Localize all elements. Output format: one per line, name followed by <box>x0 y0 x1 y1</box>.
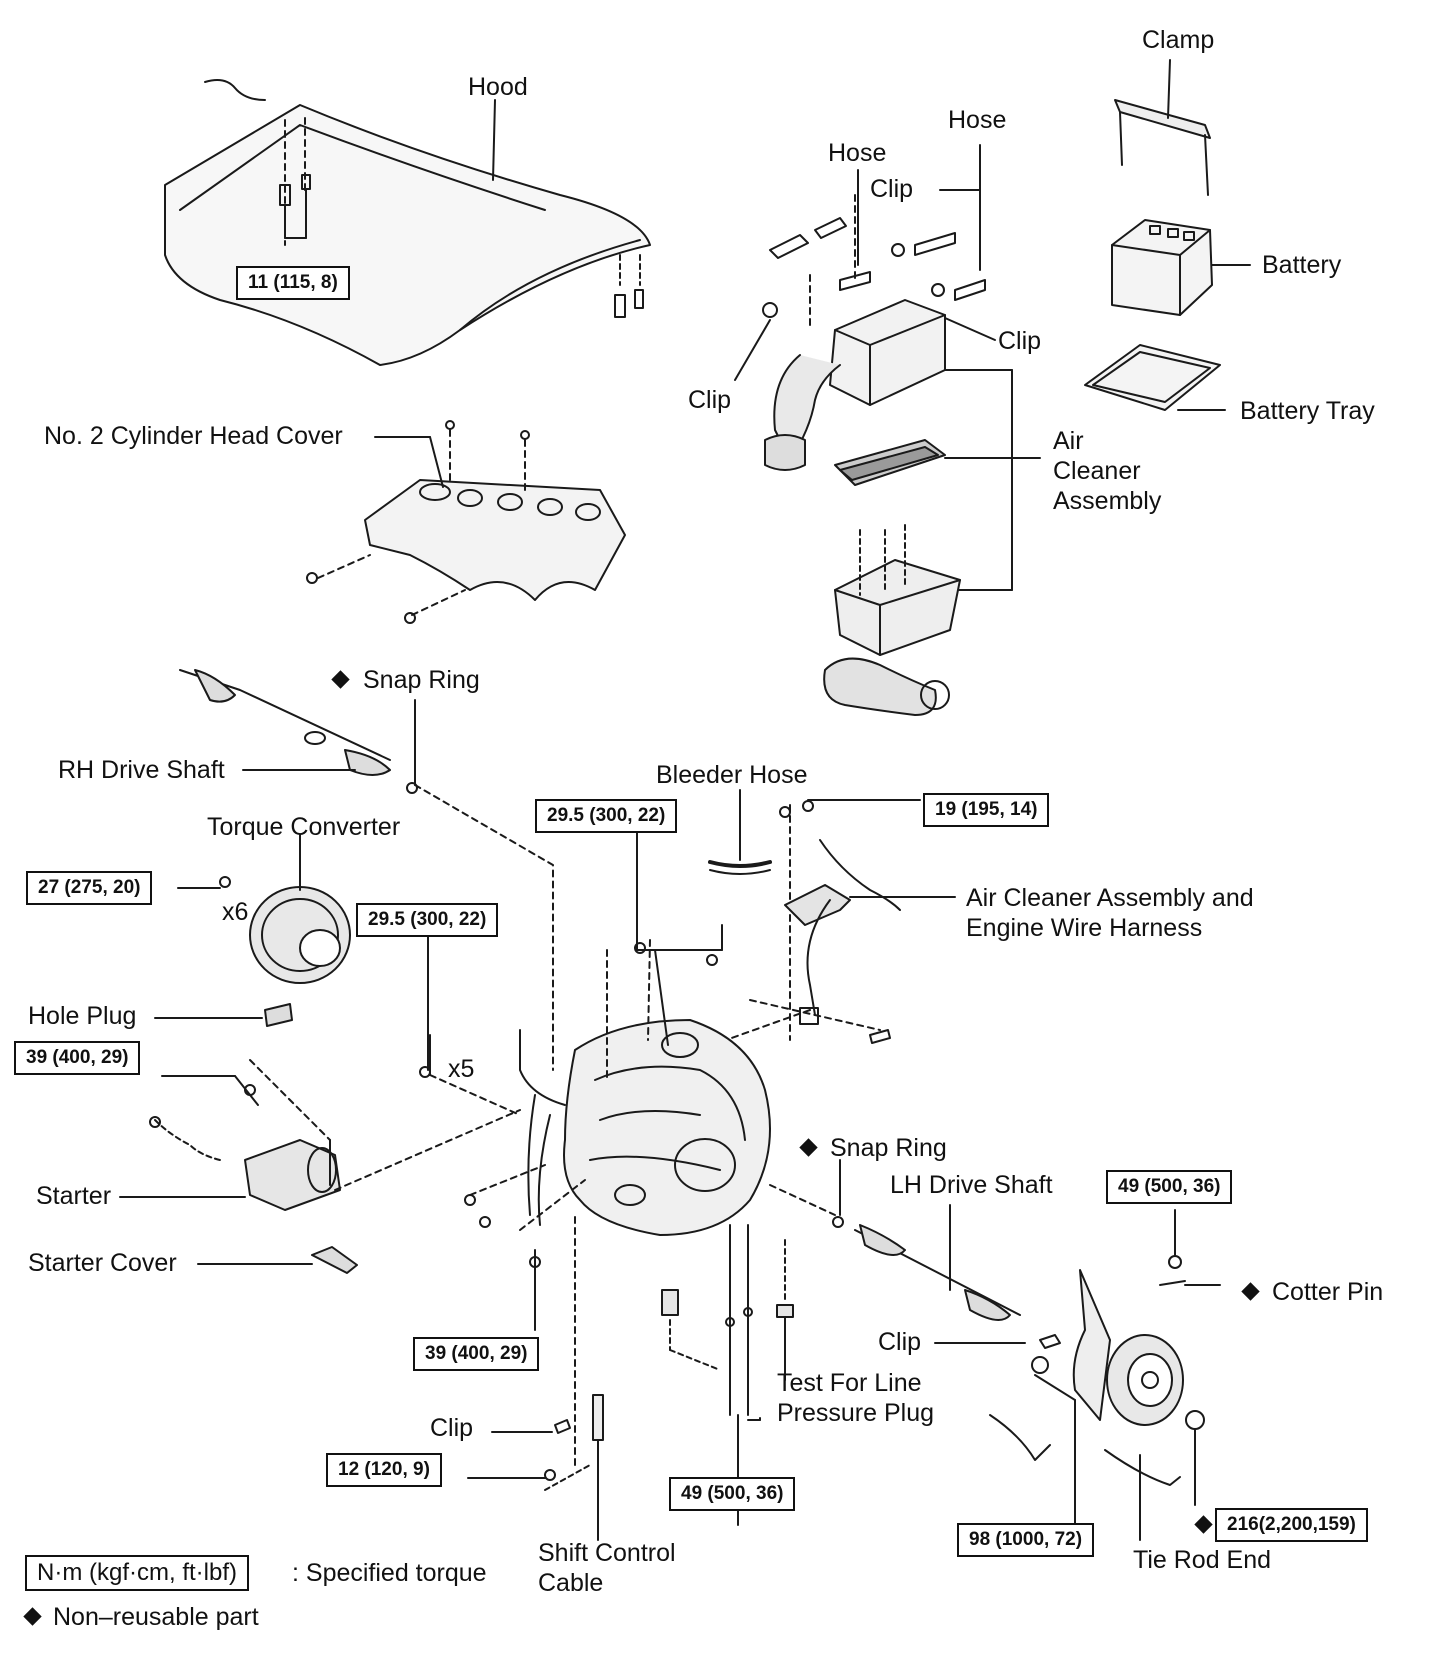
label-clip-right: Clip <box>998 327 1042 355</box>
torque-bracket-top: 29.5 (300, 22) <box>535 799 678 833</box>
label-shift-cable-line-1: Shift Control <box>538 1539 676 1567</box>
legend-non-reusable: Non–reusable part <box>22 1602 259 1632</box>
battery-tray-drawing <box>1084 344 1226 411</box>
torque-hood-bolts: 11 (115, 8) <box>236 266 350 300</box>
label-tie-rod-end: Tie Rod End <box>1133 1546 1272 1574</box>
label-rh-drive-shaft: RH Drive Shaft <box>58 756 225 784</box>
label-shift-cable: Shift Control Cable <box>538 1538 676 1598</box>
torque-hub-nut: 216(2,200,159) <box>1215 1508 1368 1542</box>
label-bleeder-hose: Bleeder Hose <box>656 761 808 789</box>
clamp-drawing <box>1114 59 1211 196</box>
legend-non-reusable-text: Non–reusable part <box>53 1603 259 1631</box>
cylinder-head-cover-drawing <box>306 420 626 624</box>
label-clamp: Clamp <box>1142 26 1215 54</box>
label-clip-top: Clip <box>870 175 914 203</box>
leader-lines-right <box>934 1209 1221 1541</box>
label-cylinder-head-cover: No. 2 Cylinder Head Cover <box>44 422 343 450</box>
rh-drive-shaft-drawing <box>179 669 554 1071</box>
label-shift-cable-line-2: Cable <box>538 1569 604 1597</box>
torque-knuckle-nut: 49 (500, 36) <box>1106 1170 1233 1204</box>
label-clip-knuckle: Clip <box>878 1328 922 1356</box>
label-test-plug-line-1: Test For Line <box>777 1369 922 1397</box>
torque-starter-bolts: 39 (400, 29) <box>14 1041 141 1075</box>
label-harness-line-1: Air Cleaner Assembly and <box>966 884 1254 912</box>
steering-knuckle-drawing <box>989 1269 1205 1486</box>
label-air-cleaner-line-1: Air <box>1053 427 1084 455</box>
label-clip-shift: Clip <box>430 1414 474 1442</box>
label-lh-drive-shaft: LH Drive Shaft <box>890 1171 1053 1199</box>
hood-drawing <box>164 79 651 366</box>
label-harness-line-2: Engine Wire Harness <box>966 914 1203 942</box>
air-cleaner-lower-drawing <box>823 524 961 716</box>
label-hole-plug: Hole Plug <box>28 1002 137 1030</box>
label-air-cleaner-line-3: Assembly <box>1053 487 1162 515</box>
shift-cable-drawing <box>467 1214 604 1541</box>
label-battery-tray: Battery Tray <box>1240 397 1375 425</box>
torque-shift-nut: 12 (120, 9) <box>326 1453 442 1487</box>
label-torque-converter: Torque Converter <box>207 813 401 841</box>
torque-harness-bolt: 19 (195, 14) <box>923 793 1050 827</box>
starter-cover-drawing <box>197 1246 358 1274</box>
label-hose-left: Hose <box>828 139 887 167</box>
torque-lower-bolt: 39 (400, 29) <box>413 1337 540 1371</box>
label-snap-ring-top: Snap Ring <box>363 666 480 694</box>
label-clip-left: Clip <box>688 386 732 414</box>
label-starter: Starter <box>36 1182 112 1210</box>
lh-drive-shaft-drawing <box>769 1159 1021 1321</box>
air-cleaner-upper-drawing <box>734 144 1013 591</box>
label-x6: x6 <box>222 898 249 926</box>
hole-plug-drawing <box>154 1003 293 1027</box>
label-test-plug: Test For Line Pressure Plug <box>777 1368 934 1428</box>
label-air-cleaner-line-2: Cleaner <box>1053 457 1141 485</box>
label-starter-cover: Starter Cover <box>28 1249 177 1277</box>
torque-converter-drawing <box>177 834 351 984</box>
label-cotter-pin: Cotter Pin <box>1272 1278 1384 1306</box>
label-hood: Hood <box>468 73 528 101</box>
label-x5: x5 <box>448 1055 475 1083</box>
label-snap-ring-mid: Snap Ring <box>830 1134 947 1162</box>
torque-mount-bolts: 49 (500, 36) <box>669 1477 796 1511</box>
torque-case-bolts: 29.5 (300, 22) <box>356 903 499 937</box>
torque-converter-bolts: 27 (275, 20) <box>26 871 153 905</box>
transaxle-drawing <box>419 814 891 1331</box>
air-filter-drawing <box>834 439 1041 486</box>
label-test-plug-line-2: Pressure Plug <box>777 1399 935 1427</box>
label-hose-right: Hose <box>948 106 1007 134</box>
label-battery: Battery <box>1262 251 1342 279</box>
label-air-cleaner-assembly: Air Cleaner Assembly <box>1053 426 1161 516</box>
label-air-cleaner-harness: Air Cleaner Assembly and Engine Wire Har… <box>966 883 1254 943</box>
legend-unit-box: N·m (kgf·cm, ft·lbf) <box>25 1555 249 1591</box>
non-reusable-diamond-icon <box>23 1607 42 1627</box>
harness-bracket-drawing <box>779 799 956 1025</box>
legend-specified-torque: : Specified torque <box>292 1559 487 1587</box>
non-reusable-markers <box>331 670 1260 1534</box>
starter-drawing <box>119 1059 521 1211</box>
torque-ball-joint: 98 (1000, 72) <box>957 1523 1095 1557</box>
lower-center-parts-drawing <box>661 1224 794 1526</box>
battery-drawing <box>1111 219 1251 316</box>
